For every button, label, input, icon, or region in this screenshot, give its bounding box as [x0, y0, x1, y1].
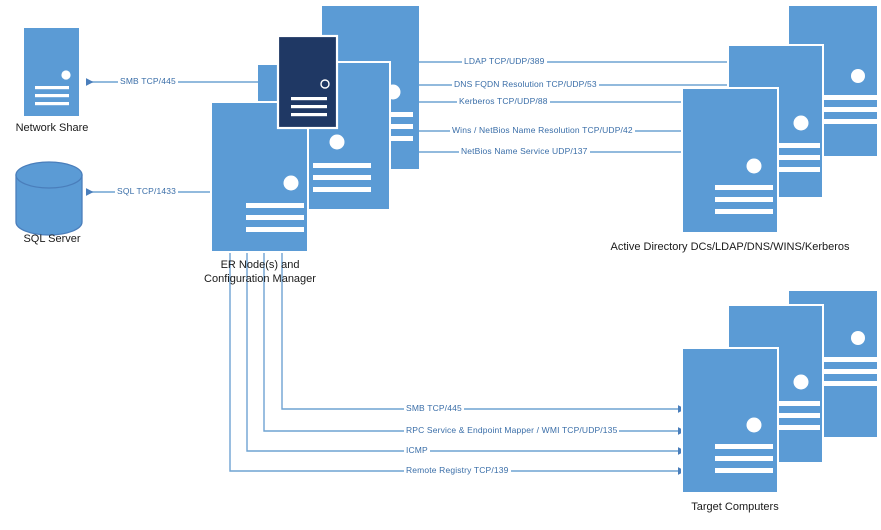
line-icmp [246, 250, 686, 455]
node-label-er-node: ER Node(s) and Configuration Manager [180, 258, 340, 286]
node-target-computers[interactable] [681, 291, 877, 494]
label-wins: Wins / NetBios Name Resolution TCP/UDP/4… [450, 125, 635, 136]
label-remote-registry: Remote Registry TCP/139 [404, 465, 511, 476]
label-rpc-wmi: RPC Service & Endpoint Mapper / WMI TCP/… [404, 425, 620, 436]
node-label-sql-server: SQL Server [23, 233, 81, 245]
line-remote-registry [229, 250, 686, 475]
line-smb-target [281, 250, 686, 413]
label-kerberos: Kerberos TCP/UDP/88 [457, 96, 550, 107]
node-sql-server[interactable] [15, 161, 83, 236]
label-smb-share: SMB TCP/445 [118, 76, 178, 87]
node-label-active-directory: Active Directory DCs/LDAP/DNS/WINS/Kerbe… [610, 241, 850, 253]
label-netbios: NetBios Name Service UDP/137 [459, 146, 590, 157]
node-label-target-computers: Target Computers [691, 501, 779, 513]
label-icmp: ICMP [404, 445, 430, 456]
label-dns: DNS FQDN Resolution TCP/UDP/53 [452, 79, 599, 90]
node-network-share[interactable] [24, 28, 79, 116]
node-er-node[interactable] [210, 6, 419, 253]
node-label-er-node-line1: ER Node(s) and [220, 259, 300, 271]
label-ldap: LDAP TCP/UDP/389 [462, 56, 547, 67]
label-smb-target: SMB TCP/445 [404, 403, 464, 414]
label-sql: SQL TCP/1433 [115, 186, 178, 197]
node-label-er-node-line2: Configuration Manager [204, 273, 316, 285]
node-active-directory[interactable] [681, 6, 877, 234]
node-label-network-share: Network Share [15, 122, 89, 134]
